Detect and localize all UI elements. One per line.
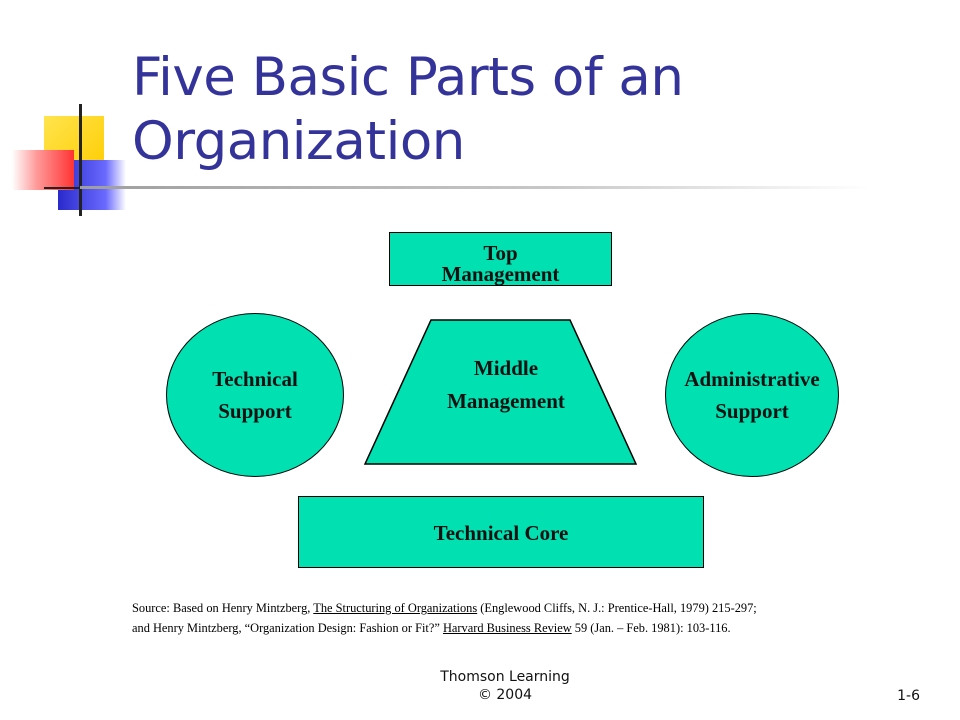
middle-management-label: Middle Management: [400, 352, 612, 418]
source-book-title: The Structuring of Organizations: [313, 601, 478, 615]
source-journal-detail: 59 (Jan. – Feb. 1981): 103-116.: [571, 621, 731, 635]
decor-vertical-line: [79, 104, 82, 216]
source-journal: Harvard Business Review: [442, 621, 572, 635]
administrative-support-ellipse: Administrative Support: [665, 313, 839, 477]
slide-title-line2: Organization: [132, 111, 465, 172]
middle-management-label-line1: Middle: [473, 356, 539, 380]
top-management-label-line2: Management: [441, 262, 560, 286]
source-citation: Source: Based on Henry Mintzberg, The St…: [132, 598, 952, 638]
source-line1: Source: Based on Henry Mintzberg, The St…: [132, 598, 952, 618]
decor-red-square: [12, 150, 74, 190]
technical-core-box: Technical Core: [298, 496, 704, 568]
source-line2: and Henry Mintzberg, “Organization Desig…: [132, 618, 952, 638]
technical-core-label: Technical Core: [433, 521, 569, 545]
footer-publisher-line1: Thomson Learning: [440, 669, 570, 685]
administrative-support-label-line1: Administrative: [684, 367, 820, 391]
technical-support-label-line1: Technical: [212, 367, 298, 391]
slide-number: 1-6: [897, 688, 920, 704]
middle-management-trapezoid: [363, 319, 638, 465]
source-book-detail: (Englewood Cliffs, N. J.: Prentice-Hall,…: [477, 601, 757, 615]
footer-publisher: Thomson Learning © 2004: [410, 668, 600, 704]
administrative-support-label-line2: Support: [715, 399, 789, 423]
slide-title: Five Basic Parts of an Organization: [132, 46, 932, 174]
decor-horizontal-line: [44, 187, 84, 189]
technical-support-ellipse: Technical Support: [166, 313, 344, 477]
top-management-label-line1: Top: [483, 241, 518, 265]
footer-publisher-line2: © 2004: [477, 687, 533, 703]
technical-support-label-line2: Support: [218, 399, 292, 423]
middle-management-shape: [363, 319, 638, 465]
source-line2-prefix: and Henry Mintzberg, “Organization Desig…: [132, 621, 443, 635]
title-underline: [80, 186, 870, 189]
middle-management-label-line2: Management: [447, 389, 565, 413]
source-prefix: Source: Based on Henry Mintzberg,: [132, 601, 314, 615]
top-management-box: Top Management: [389, 232, 612, 286]
slide-title-line1: Five Basic Parts of an: [132, 47, 684, 108]
